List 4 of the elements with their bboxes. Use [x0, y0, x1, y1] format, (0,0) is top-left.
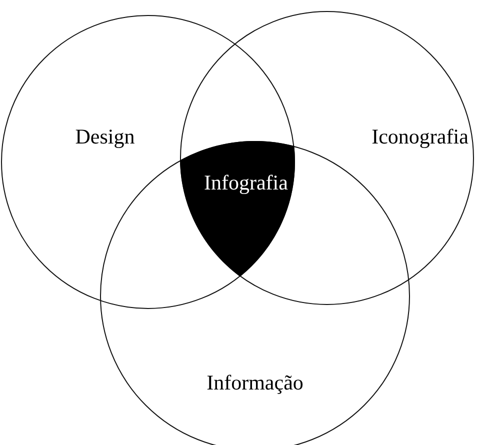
region-label: Informação: [206, 370, 304, 396]
region-label: Infografia: [204, 170, 288, 196]
region-label: Design: [75, 124, 135, 150]
region-label: Iconografia: [372, 124, 468, 150]
